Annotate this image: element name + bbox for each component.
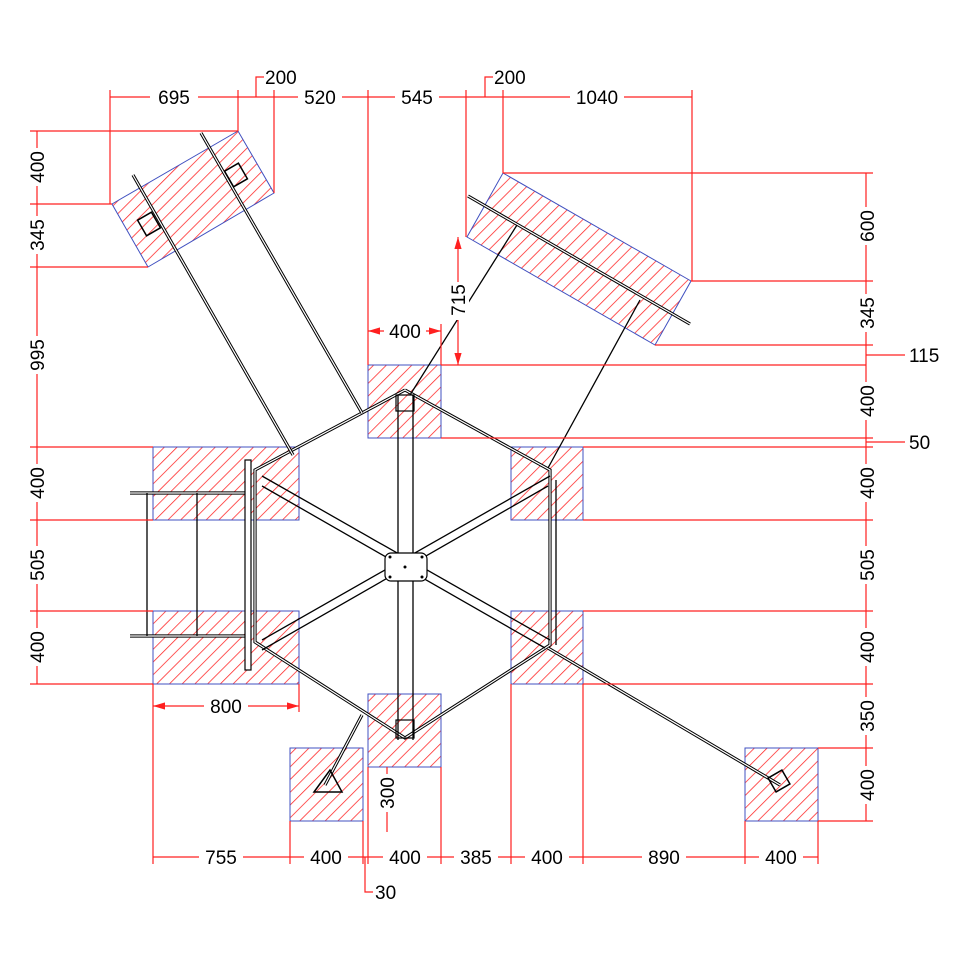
dim-385: 385	[460, 848, 492, 869]
dim-left-995: 995	[28, 339, 49, 371]
dim-bottom-400c: 400	[531, 848, 563, 869]
pad-top-center	[367, 364, 442, 439]
dim-1040: 1040	[576, 88, 618, 109]
dim-300: 300	[378, 777, 399, 809]
dim-bottom-400d: 400	[765, 848, 797, 869]
width-800-dimension: 800	[152, 684, 300, 864]
dim-right-400c: 400	[858, 631, 879, 663]
dim-right-50: 50	[909, 433, 930, 454]
dim-right-400b: 400	[858, 467, 879, 499]
dim-890: 890	[648, 848, 680, 869]
dim-400-top-pad: 400	[389, 322, 421, 343]
top-dimension-chain: 695 200 520 545 200 1040	[109, 68, 693, 365]
dim-right-505: 505	[858, 549, 879, 581]
top-center-dimensions: 400 715	[368, 237, 866, 366]
pad-left-lower	[152, 610, 300, 685]
dim-left-400a: 400	[28, 151, 49, 183]
dim-right-400d: 400	[858, 769, 879, 801]
dim-800: 800	[210, 697, 242, 718]
dim-545: 545	[401, 88, 433, 109]
pad-far-right	[744, 747, 819, 822]
dim-bottom-400a: 400	[310, 848, 342, 869]
left-extension	[130, 459, 252, 671]
dim-right-400a: 400	[858, 385, 879, 417]
left-dimension-chain: 400 345 995 400 505 400	[26, 130, 238, 685]
dim-left-400b: 400	[28, 467, 49, 499]
dim-right-345: 345	[858, 297, 879, 329]
dim-695: 695	[158, 88, 190, 109]
dim-left-400c: 400	[28, 631, 49, 663]
dim-200-left: 200	[265, 68, 297, 89]
dim-left-505: 505	[28, 549, 49, 581]
bottom-dimension-chain: 755 400 400 385 400 890 400 30	[153, 684, 819, 904]
offset-300-dimension: 300	[376, 767, 399, 832]
steel-structure	[130, 132, 791, 793]
pad-right-upper	[510, 446, 584, 521]
dim-right-350: 350	[858, 700, 879, 732]
dim-715: 715	[449, 284, 470, 316]
dim-755: 755	[205, 848, 237, 869]
pad-top-left-rotated	[111, 130, 275, 268]
dim-right-115: 115	[909, 346, 939, 367]
dim-200-right: 200	[494, 68, 526, 89]
hub-plate	[384, 552, 428, 582]
dim-bottom-400b: 400	[389, 848, 421, 869]
tie-beams	[131, 132, 781, 787]
dim-right-600: 600	[858, 210, 879, 242]
dimensions: 695 200 520 545 200 1040 400 715	[26, 68, 939, 904]
pad-bottom-center	[367, 693, 442, 768]
right-dimension-chain: 600 345 115 400 50 400 505 400 350 400	[441, 172, 939, 822]
base-plates	[136, 162, 791, 793]
dim-left-345: 345	[28, 219, 49, 251]
dim-30: 30	[375, 883, 396, 904]
dim-520: 520	[304, 88, 336, 109]
